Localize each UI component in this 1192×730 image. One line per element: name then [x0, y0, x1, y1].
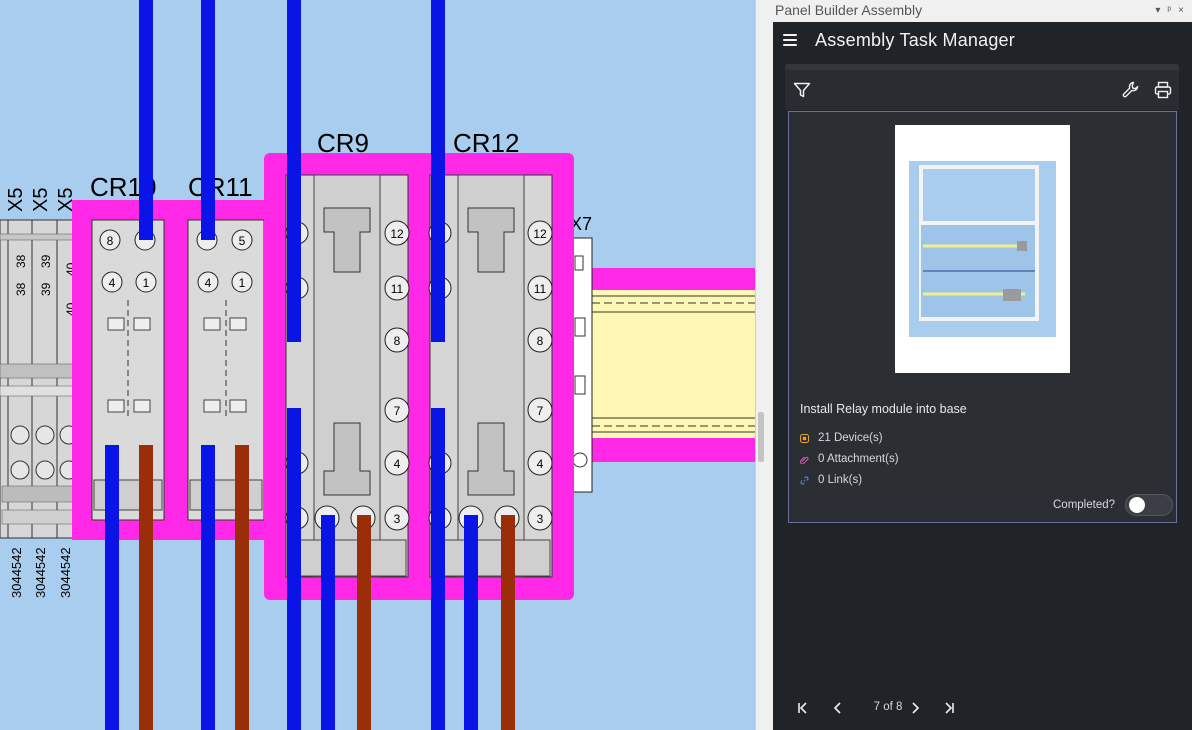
svg-text:8: 8 [537, 334, 544, 348]
label-x5: X5 [5, 188, 27, 212]
cad-viewport[interactable]: X7 38 39 40 38 39 40 X5 [0, 0, 755, 730]
svg-text:12: 12 [533, 227, 547, 241]
terminal-num: 39 [39, 282, 53, 296]
svg-text:12: 12 [390, 227, 404, 241]
svg-text:4: 4 [394, 457, 401, 471]
device-icon [800, 433, 809, 443]
toggle-knob [1129, 497, 1145, 513]
relay-cr9-cr12[interactable]: 12 11 8 7 4 3 12 [264, 128, 574, 600]
svg-text:4: 4 [537, 457, 544, 471]
pin-icon[interactable]: ᵖ [1167, 4, 1172, 16]
wires[interactable] [105, 0, 515, 730]
devices-link[interactable]: 21 Device(s) [800, 432, 883, 444]
label-cr11: CR11 [188, 172, 253, 202]
svg-text:11: 11 [391, 282, 404, 296]
attachments-link[interactable]: 0 Attachment(s) [800, 453, 899, 465]
svg-text:11: 11 [534, 282, 547, 296]
panel-splitter[interactable] [755, 0, 765, 730]
devices-count: 21 Device(s) [818, 432, 883, 444]
panel-builder-assembly-pane: Panel Builder Assembly ▾ ᵖ × Assembly Ta… [765, 0, 1192, 730]
pin-label: 4 [109, 276, 116, 290]
task-pager: 7 of 8 [785, 696, 1179, 720]
links-count: 0 Link(s) [818, 474, 863, 486]
first-page-icon[interactable] [796, 701, 810, 715]
completed-toggle[interactable] [1125, 494, 1173, 516]
close-icon[interactable]: × [1178, 4, 1184, 16]
pin-label: 4 [205, 276, 212, 290]
task-title: Install Relay module into base [800, 402, 967, 416]
dropdown-icon[interactable]: ▾ [1155, 4, 1161, 16]
last-page-icon[interactable] [942, 701, 956, 715]
terminal-part-number: 3044542 [33, 547, 48, 598]
paperclip-icon [800, 456, 809, 464]
filter-icon[interactable] [793, 81, 811, 99]
menu-icon[interactable] [783, 33, 797, 47]
wrench-icon[interactable] [1122, 81, 1140, 99]
terminal-blocks[interactable]: 38 39 40 38 39 40 X5 X5 X5 3044542 30445… [0, 188, 83, 598]
terminal-part-number: 3044542 [58, 547, 73, 598]
app-title: Assembly Task Manager [815, 29, 1015, 50]
task-card[interactable]: Install Relay module into base 21 Device… [788, 111, 1177, 523]
pane-titlebar: Panel Builder Assembly ▾ ᵖ × [765, 0, 1192, 20]
links-link[interactable]: 0 Link(s) [800, 474, 862, 486]
terminal-num: 38 [14, 254, 28, 268]
svg-text:3: 3 [537, 512, 544, 526]
pane-title: Panel Builder Assembly [775, 2, 923, 18]
label-x5: X5 [55, 188, 77, 212]
svg-text:8: 8 [394, 334, 401, 348]
label-cr9: CR9 [317, 128, 369, 158]
pin-label: 5 [239, 234, 246, 248]
print-icon[interactable] [1154, 81, 1172, 99]
pin-label: 1 [143, 276, 150, 290]
label-cr12: CR12 [453, 128, 519, 158]
label-x7: X7 [570, 214, 592, 234]
next-page-icon[interactable] [908, 701, 922, 715]
task-thumbnail[interactable] [895, 125, 1070, 373]
card-stack-edge [785, 64, 1179, 72]
page-indicator: 7 of 8 [873, 701, 903, 713]
prev-page-icon[interactable] [831, 701, 845, 715]
task-toolbar [785, 70, 1179, 110]
terminal-num: 38 [14, 282, 28, 296]
svg-text:7: 7 [537, 404, 544, 418]
completed-label: Completed? [1053, 499, 1116, 511]
terminal-part-number: 3044542 [9, 547, 24, 598]
task-manager-app: Assembly Task Manager [773, 22, 1192, 730]
svg-text:7: 7 [394, 404, 401, 418]
pin-label: 8 [107, 234, 114, 248]
splitter-grip[interactable] [758, 412, 764, 462]
attachments-count: 0 Attachment(s) [818, 453, 899, 465]
terminal-num: 39 [39, 254, 53, 268]
link-icon [800, 475, 809, 485]
app-header: Assembly Task Manager [773, 22, 1192, 58]
label-x5: X5 [30, 188, 52, 212]
schematic-canvas[interactable]: X7 38 39 40 38 39 40 X5 [0, 0, 755, 730]
svg-text:3: 3 [394, 512, 401, 526]
pin-label: 1 [239, 276, 246, 290]
end-bracket-x7[interactable]: X7 [570, 214, 593, 493]
